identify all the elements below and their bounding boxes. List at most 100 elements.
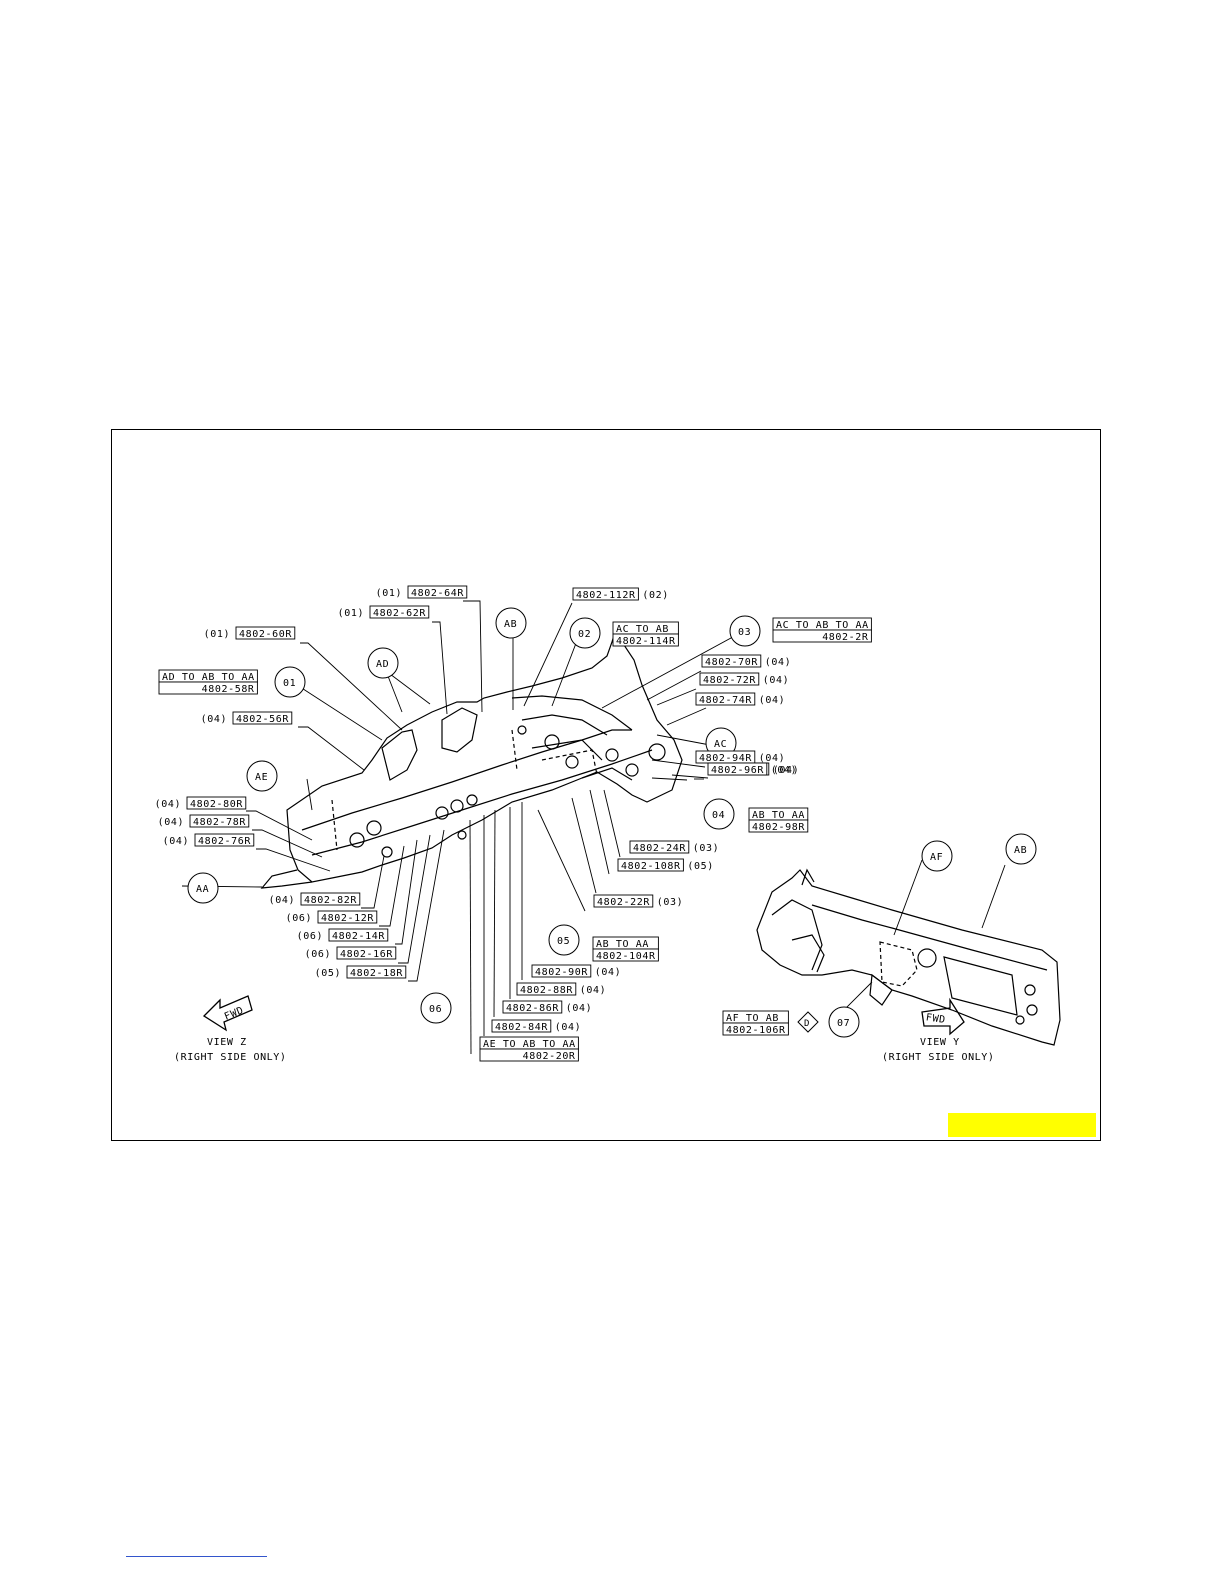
part-label-4802-16r: 4802-16R (06) [305,946,397,960]
bubble-af: AF [930,852,943,863]
part-code-text: 4802-16R [340,949,393,960]
view-y-subtitle: (RIGHT SIDE ONLY) [882,1052,995,1063]
bubble-d: D [804,1019,810,1029]
fwd-arrow-view-y [921,997,965,1036]
part-label-4802-96r: 4802-96R (04) [707,762,797,776]
view-y-title: VIEW Y [920,1037,960,1048]
part-note-text: AB TO AA [596,939,649,950]
part-label-4802-84r: 4802-84R(04) [491,1019,581,1033]
leader-lines [181,600,1006,1055]
part-label-4802-74r: 4802-74R (04) [695,692,785,706]
part-tag-text: (06) [305,949,331,960]
part-label-4802-112r: 4802-112R(02) [572,587,668,601]
part-tag-text: (04) [155,799,181,810]
part-tag-text: (06) [286,913,312,924]
part-label-4802-12r: 4802-12R (06) [286,910,378,924]
part-label-4802-64r: 4802-64R(01) [376,585,468,599]
part-code-text: 4802-82R [304,895,357,906]
part-tag-text: (03) [693,843,719,854]
part-code-text: 4802-86R [506,1003,559,1014]
part-label-4802-82r: 4802-82R (04) [269,892,361,906]
part-label-4802-90r: 4802-90R(04) [531,964,621,978]
part-label-4802-80r: 4802-80R(04) [155,796,247,810]
part-code-text: 4802-94R [699,753,752,764]
part-code-text: 4802-112R [576,590,636,601]
bubble-04: 04 [712,810,725,821]
part-tag-text: (04) [759,695,785,706]
part-code-text: 4802-18R [350,968,403,979]
bubble-ac: AC [714,739,727,750]
part-tag-text: (03) [657,897,683,908]
part-code-text: 4802-96R [711,765,764,776]
bubble-aa: AA [196,884,209,895]
bubble-07: 07 [837,1018,850,1029]
part-label-4802-60r: 4802-60R(01) [204,626,296,640]
bubble-02: 02 [578,629,591,640]
bubble-ad: AD [376,659,389,670]
bubble-03: 03 [738,627,751,638]
part-note-text: AB TO AA [752,810,805,821]
part-code-text: 4802-108R [621,861,681,872]
view-z-subtitle: (RIGHT SIDE ONLY) [174,1052,287,1063]
part-tag-text: (04) [580,985,606,996]
part-code-text: 4802-84R [495,1022,548,1033]
part-label-4802-86r: 4802-86R(04) [502,1000,592,1014]
part-note-text: AC TO AB TO AA [776,620,869,631]
part-tag-text: (04) [269,895,295,906]
part-code-text: 4802-88R [520,985,573,996]
part-code-text: 4802-12R [321,913,374,924]
part-code-text: 4802-20R [523,1051,576,1062]
highlight-box [948,1113,1096,1137]
bubble-ab-view-y: AB [1014,845,1027,856]
part-tag-text: (04) [201,714,227,725]
part-label-4802-72r: 4802-72R (04) [699,672,789,686]
bubble-circles [187,607,1037,1038]
part-code-text: 4802-90R [535,967,588,978]
fwd-arrow-view-z-label: FWD [223,1005,246,1023]
bubble-ae: AE [255,772,268,783]
part-code-text: 4802-58R [202,684,255,695]
part-label-4802-76r: 4802-76R (04) [163,833,255,847]
part-note-text: AF TO AB [726,1013,779,1024]
part-code-text: 4802-106R [726,1025,786,1036]
diamond-marker [797,1011,819,1033]
part-label-4802-94r: 4802-94R(04) [695,750,785,764]
part-code-text: 4802-74R [699,695,752,706]
assembly-diagram: FWD FWD VIEW Z (RIGHT SIDE ONLY) VIEW Y … [155,585,1061,1063]
diagram-frame: FWD FWD VIEW Z (RIGHT SIDE ONLY) VIEW Y … [111,429,1101,1141]
part-code-text: 4802-2R [822,632,869,643]
part-tag-text: (06) [297,931,323,942]
bubble-06: 06 [429,1004,442,1015]
part-label-4802-18r: 4802-18R(05) [315,965,407,979]
part-code-text: 4802-98R [752,822,805,833]
view-z-title: VIEW Z [207,1037,247,1048]
part-tag-text: (01) [204,629,230,640]
part-label-4802-108r: 4802-108R (05) [617,858,713,872]
part-tag-text: (04) [763,675,789,686]
footer-rule [126,1556,267,1557]
part-code-text: 4802-56R [236,714,289,725]
part-tag-text: (04) [158,817,184,828]
part-tag-text: (04) [163,836,189,847]
part-note-text: AE TO AB TO AA [483,1039,576,1050]
bubble-05: 05 [557,936,570,947]
part-tag-text: (05) [687,861,713,872]
bubble-ab-view-z: AB [504,619,517,630]
part-label-4802-78r: 4802-78R(04) [158,814,250,828]
part-code-text: 4802-76R [198,836,251,847]
part-note-text: AC TO AB [616,624,669,635]
part-tag-text: (04) [773,765,799,776]
part-label-4802-70r: 4802-70R(04) [701,654,791,668]
part-label-4802-56r: 4802-56R (04) [201,711,293,725]
fwd-arrow-view-z [202,995,253,1032]
part-code-text: 4802-72R [703,675,756,686]
part-code-text: 4802-62R [373,608,426,619]
part-code-text: 4802-114R [616,636,676,647]
view-z-part-drawing [260,626,683,889]
part-tag-text: (04) [771,765,797,776]
